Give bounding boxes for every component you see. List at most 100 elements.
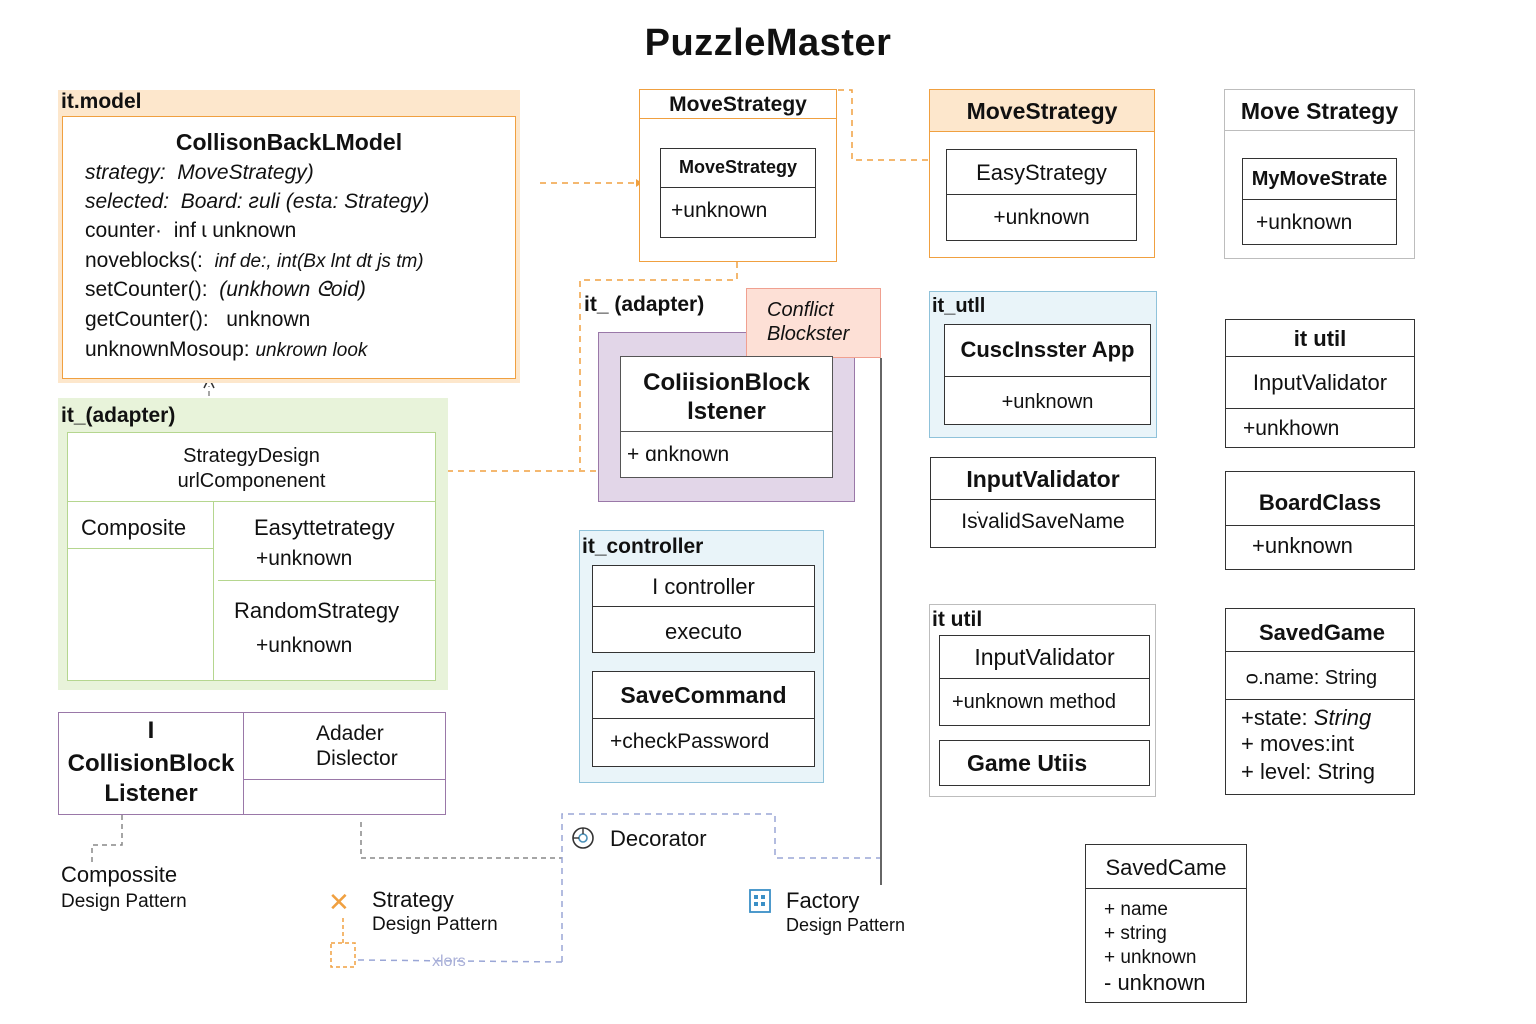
strategy-design-line1: StrategyDesign bbox=[183, 445, 320, 467]
move-strategy-package-1: MoveStrategy MoveStrategy +unknown bbox=[639, 89, 837, 262]
move-strategy-1-class: MoveStrategy +unknown bbox=[660, 148, 816, 238]
divider bbox=[1243, 199, 1396, 200]
saved-came-member-3: + unknown bbox=[1104, 947, 1197, 968]
saved-game-member-state: +state: String bbox=[1241, 705, 1372, 730]
saved-game-member-moves: + moves:int bbox=[1241, 731, 1355, 756]
factory-legend-title: Factory bbox=[786, 888, 860, 913]
app-class: CuscInsster App +unknown bbox=[944, 324, 1151, 425]
i-controller-member: executo bbox=[664, 619, 743, 644]
model-attr-strategy: strategy: MoveStrategy) bbox=[85, 161, 314, 184]
decorator-frame bbox=[561, 813, 880, 962]
divider bbox=[945, 376, 1150, 377]
controller-package: it_controller I controller executo SaveC… bbox=[579, 530, 824, 783]
adader-label: Adader bbox=[316, 722, 384, 745]
app-class-name: CuscInsster App bbox=[960, 337, 1135, 362]
easy-strategy-class-member: +unknown bbox=[993, 206, 1090, 229]
easy-strategy-class-name: EasyStrategy bbox=[976, 160, 1107, 185]
adapter-left-label: it_(adapter) bbox=[61, 404, 176, 427]
model-package-label: it.model bbox=[61, 90, 142, 113]
collision-class-member: + ɑnknown bbox=[627, 443, 730, 466]
composite-label: Composite bbox=[81, 515, 187, 540]
saved-came-member-2: + string bbox=[1104, 923, 1167, 944]
game-utils-name: Game Utiis bbox=[967, 750, 1088, 776]
util-lower-label: it util bbox=[932, 608, 983, 631]
controller-label: it_controller bbox=[582, 535, 704, 558]
random-strategy-member: +unknown bbox=[256, 634, 353, 657]
adapter-center-label: it_ (adapter) bbox=[584, 293, 705, 316]
connector-strategy-to-adapter bbox=[579, 262, 738, 470]
package-header bbox=[930, 90, 1154, 132]
strategy-design-line2: urlComponenent bbox=[177, 470, 326, 492]
move-strategy-package-3: Move Strategy MyMoveStrate +unknown bbox=[1224, 89, 1415, 259]
model-method-getcounter: getCounter(): unknown bbox=[85, 308, 311, 331]
move-strategy-1-label: MoveStrategy bbox=[669, 93, 807, 116]
divider bbox=[1226, 408, 1414, 409]
save-command-name: SaveCommand bbox=[620, 682, 787, 708]
game-utils-class: Game Utiis bbox=[939, 740, 1150, 786]
i-controller-class: I controller executo bbox=[592, 565, 815, 653]
divider bbox=[593, 718, 814, 719]
conflict-line1: Conflict bbox=[767, 299, 834, 321]
move-strategy-1-member: +unknown bbox=[671, 199, 768, 222]
collision-class-line1: CoIiisionBlock bbox=[643, 369, 810, 396]
adapter-left-box: StrategyDesign urlComponenent Composite … bbox=[67, 432, 436, 681]
divider bbox=[68, 548, 214, 549]
input-validator-lower-member: +unknown method bbox=[952, 691, 1117, 713]
divider bbox=[931, 499, 1155, 500]
divider bbox=[947, 194, 1136, 195]
strategy-legend-title: Strategy bbox=[372, 887, 454, 912]
input-validator-class-mid: InputValidator IsׂvalidSaveName bbox=[930, 457, 1156, 548]
move-strategy-package-2: MoveStrategy EasyStrategy +unknown bbox=[929, 89, 1155, 258]
my-move-strategy-member: +unknown bbox=[1256, 211, 1353, 234]
input-validator-lower-class: InputValidator +unknown method bbox=[939, 635, 1150, 726]
divider bbox=[243, 779, 446, 780]
model-method-unknownmosoup: unknownMosoup: unkrown look bbox=[85, 338, 368, 361]
divider bbox=[640, 118, 836, 119]
connector-listener-to-composite bbox=[91, 815, 123, 862]
board-class: BoardClass +unknown bbox=[1225, 471, 1415, 570]
saved-game-name: SavedGame bbox=[1259, 620, 1385, 645]
dislector-label: Dislector bbox=[316, 747, 398, 770]
easy-strategy-class: EasyStrategy +unknown bbox=[946, 149, 1137, 241]
divider bbox=[1226, 356, 1414, 357]
saved-game-attr: ᴑ.name: String bbox=[1246, 667, 1378, 689]
board-class-member: +unknown bbox=[1252, 533, 1353, 558]
input-validator-mid-name: InputValidator bbox=[966, 466, 1120, 492]
composite-legend-sub: Design Pattern bbox=[61, 891, 187, 912]
model-attr-selected: selected: Board: ƨuli (esta: Strategy) bbox=[85, 190, 430, 213]
input-validator-mid-member: IsׂvalidSaveName bbox=[961, 510, 1125, 533]
saved-came-member-1: + name bbox=[1104, 899, 1168, 920]
save-command-class: SaveCommand +checkPassword bbox=[592, 671, 815, 767]
util-right-member: +unkhown bbox=[1243, 417, 1340, 440]
conflict-line2: Blockster bbox=[767, 323, 850, 345]
divider bbox=[661, 187, 815, 188]
random-strategy-name: RandomStrategy bbox=[234, 598, 400, 623]
strategy-marker-icon bbox=[330, 942, 356, 968]
util-app-label: it_utll bbox=[932, 295, 986, 317]
util-app-package: it_utll CuscInsster App +unknown bbox=[929, 291, 1157, 438]
i-controller-name: I controller bbox=[652, 574, 755, 599]
saved-came-name: SavedCame bbox=[1105, 855, 1227, 880]
connector-strategy-to-easystrategy bbox=[838, 89, 928, 161]
app-class-member: +unknown bbox=[1001, 391, 1094, 413]
decorator-icon bbox=[571, 826, 595, 850]
collision-class-line2: lstener bbox=[687, 398, 766, 425]
easy-strategy-name: Easyttetrategy bbox=[254, 515, 395, 540]
saved-came-class: SavedCame + name + string + unknown - un… bbox=[1085, 844, 1247, 1003]
util-right-title: it util bbox=[1293, 326, 1347, 351]
strategy-legend-sub: Design Pattern bbox=[372, 914, 498, 935]
model-class-name: CollisonBackLModel bbox=[175, 129, 403, 155]
factory-icon bbox=[749, 889, 771, 913]
divider bbox=[1086, 888, 1246, 889]
divider bbox=[1226, 651, 1414, 652]
collision-listener-box: I CollisionBlock Listener Adader Dislect… bbox=[58, 712, 446, 815]
diagram-title: PuzzleMaster bbox=[644, 22, 892, 64]
divider bbox=[940, 678, 1149, 679]
model-method-setcounter: setCounter(): (unkhown ᘓoid) bbox=[85, 278, 366, 301]
move-strategy-2-label: MoveStrategy bbox=[966, 98, 1118, 124]
save-command-member: +checkPassword bbox=[610, 730, 770, 753]
my-move-strategy-name: MyMoveStrate bbox=[1251, 168, 1388, 190]
model-class-box: CollisonBackLModel strategy: MoveStrateg… bbox=[62, 116, 516, 379]
conflict-blockster-note: Conflict Blockster bbox=[746, 288, 881, 358]
divider bbox=[1226, 699, 1414, 700]
